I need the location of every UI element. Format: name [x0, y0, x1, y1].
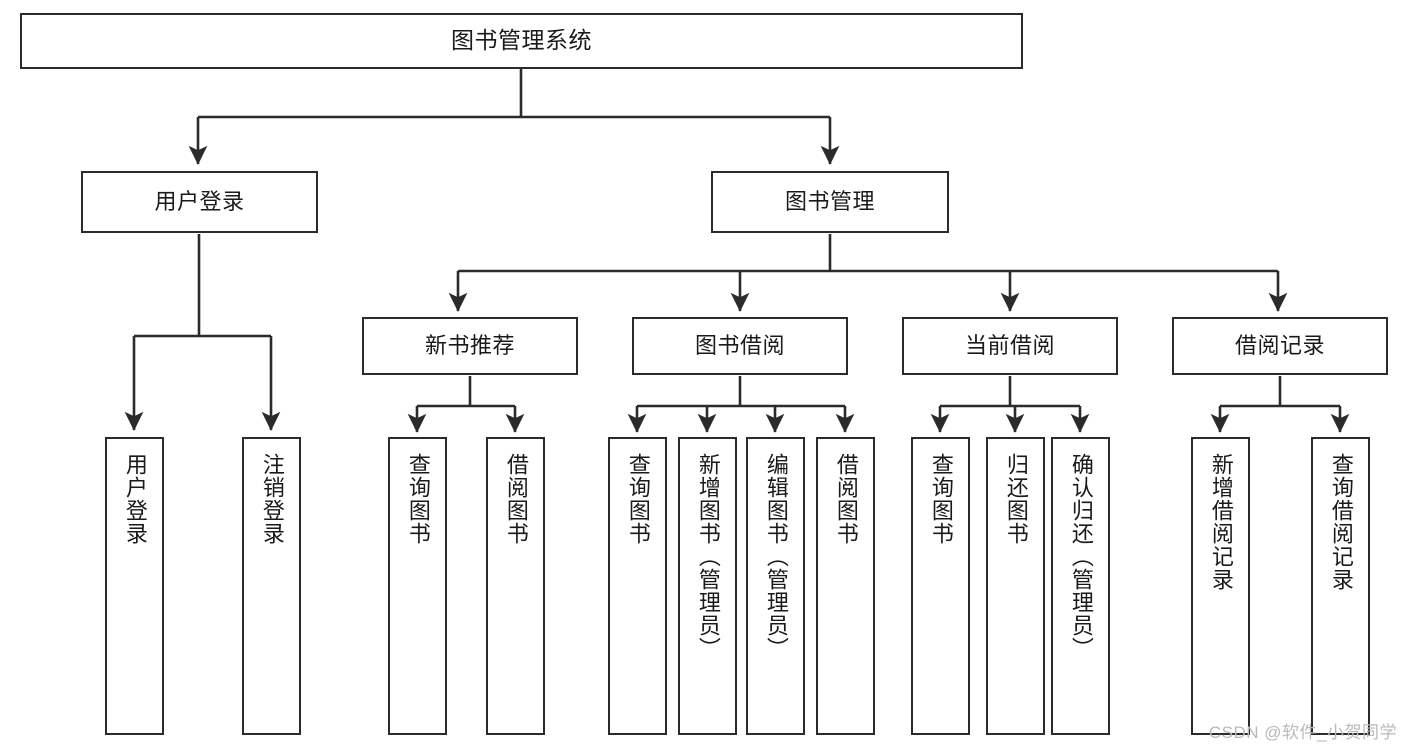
node-new-book-recommend[interactable]: 新书推荐 [362, 317, 578, 375]
node-label: 用户登录 [122, 453, 148, 545]
watermark-text: CSDN @软件_小贺同学 [1208, 723, 1397, 742]
node-label: 用户登录 [154, 189, 245, 215]
node-label: 借阅图书 [833, 453, 859, 545]
node-label: 新增借阅记录 [1208, 453, 1234, 591]
node-label: 确认归还（管理员） [1068, 453, 1094, 660]
node-borrow-record[interactable]: 借阅记录 [1172, 317, 1388, 375]
leaf-new-book-query[interactable]: 查询图书 [388, 437, 447, 735]
leaf-user-login-logout[interactable]: 注销登录 [242, 437, 301, 735]
node-label: 图书管理 [784, 189, 875, 215]
node-root-book-management-system[interactable]: 图书管理系统 [20, 13, 1023, 69]
node-label: 查询图书 [625, 453, 651, 545]
leaf-new-book-borrow[interactable]: 借阅图书 [486, 437, 545, 735]
node-label: 图书管理系统 [451, 27, 592, 54]
leaf-current-borrow-return[interactable]: 归还图书 [986, 437, 1045, 735]
leaf-book-borrow-add-admin[interactable]: 新增图书（管理员） [678, 437, 737, 735]
node-label: 查询图书 [928, 453, 954, 545]
node-label: 注销登录 [259, 453, 285, 545]
node-label: 新书推荐 [424, 333, 515, 359]
node-label: 查询图书 [405, 453, 431, 545]
node-book-management[interactable]: 图书管理 [711, 171, 949, 233]
node-label: 借阅图书 [503, 453, 529, 545]
node-user-login[interactable]: 用户登录 [81, 171, 318, 233]
leaf-borrow-record-add[interactable]: 新增借阅记录 [1191, 437, 1250, 735]
leaf-book-borrow-query[interactable]: 查询图书 [608, 437, 667, 735]
leaf-book-borrow-borrow[interactable]: 借阅图书 [816, 437, 875, 735]
leaf-current-borrow-query[interactable]: 查询图书 [911, 437, 970, 735]
node-label: 借阅记录 [1234, 333, 1325, 359]
node-label: 当前借阅 [964, 333, 1055, 359]
node-label: 新增图书（管理员） [695, 453, 721, 660]
node-label: 归还图书 [1003, 453, 1029, 545]
node-label: 编辑图书（管理员） [763, 453, 789, 660]
node-current-borrow[interactable]: 当前借阅 [902, 317, 1118, 375]
leaf-current-borrow-confirm-admin[interactable]: 确认归还（管理员） [1051, 437, 1110, 735]
node-book-borrow[interactable]: 图书借阅 [632, 317, 848, 375]
node-label: 查询借阅记录 [1328, 453, 1354, 591]
leaf-borrow-record-query[interactable]: 查询借阅记录 [1311, 437, 1370, 735]
leaf-user-login-login[interactable]: 用户登录 [105, 437, 164, 735]
leaf-book-borrow-edit-admin[interactable]: 编辑图书（管理员） [746, 437, 805, 735]
node-label: 图书借阅 [694, 333, 785, 359]
